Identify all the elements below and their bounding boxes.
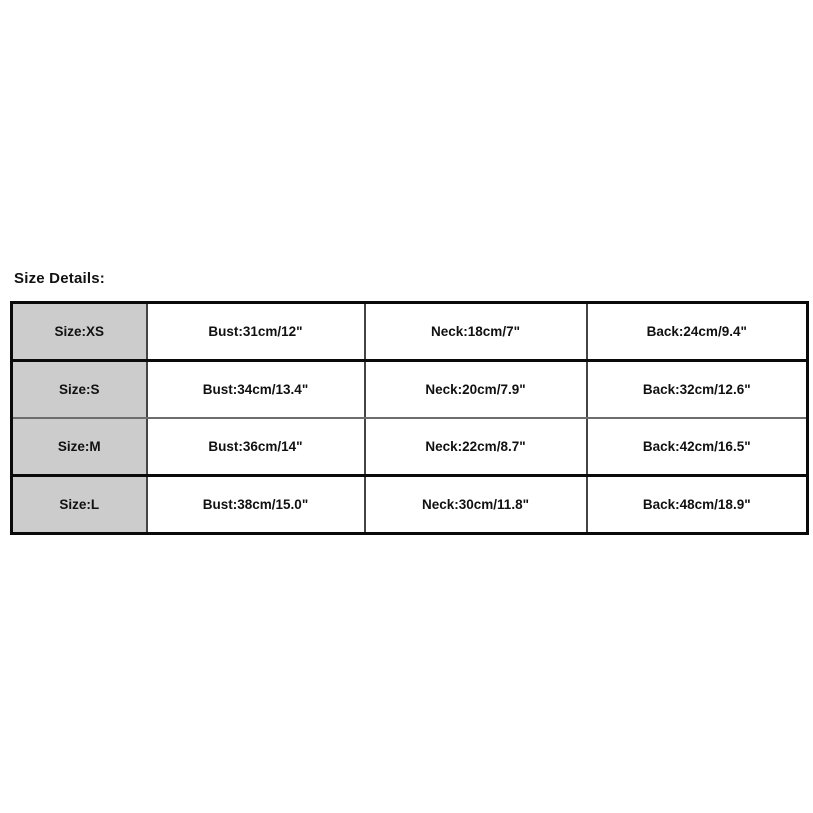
neck-measurement-cell: Neck:30cm/11.8": [364, 475, 588, 534]
table-row: Size:S Bust:34cm/13.4" Neck:20cm/7.9" Ba…: [11, 360, 808, 419]
bust-measurement-cell: Bust:34cm/13.4": [146, 360, 366, 419]
bust-measurement-cell: Bust:36cm/14": [146, 418, 366, 477]
back-measurement-cell: Back:42cm/16.5": [586, 418, 808, 477]
size-label-cell: Size:S: [11, 360, 148, 419]
page-title: Size Details:: [14, 270, 105, 287]
neck-measurement-cell: Neck:20cm/7.9": [364, 360, 588, 419]
back-measurement-cell: Back:48cm/18.9": [642, 497, 751, 512]
neck-measurement-cell: Neck:22cm/8.7": [364, 418, 588, 477]
size-label-cell: Size:L: [11, 475, 148, 534]
size-label-cell: Size:XS: [11, 302, 148, 362]
bust-measurement-cell: Bust:38cm/15.0": [146, 475, 366, 534]
back-measurement-cell: Back:32cm/12.6": [586, 360, 808, 419]
table-row: Size:M Bust:36cm/14" Neck:22cm/8.7" Back…: [11, 418, 808, 477]
table-row: Size:XS Bust:31cm/12" Neck:18cm/7" Back:…: [11, 302, 808, 362]
size-details-table: Size:XS Bust:31cm/12" Neck:18cm/7" Back:…: [10, 301, 809, 535]
size-chart-container: Size:XS Bust:31cm/12" Neck:18cm/7" Back:…: [10, 301, 809, 535]
neck-measurement-cell: Neck:18cm/7": [364, 302, 588, 362]
bust-measurement-cell: Bust:31cm/12": [146, 302, 366, 362]
size-label-cell: Size:M: [11, 418, 148, 477]
table-row: Size:L Bust:38cm/15.0" Neck:30cm/11.8" B…: [11, 475, 808, 534]
back-measurement-cell: Back:24cm/9.4": [586, 302, 808, 362]
